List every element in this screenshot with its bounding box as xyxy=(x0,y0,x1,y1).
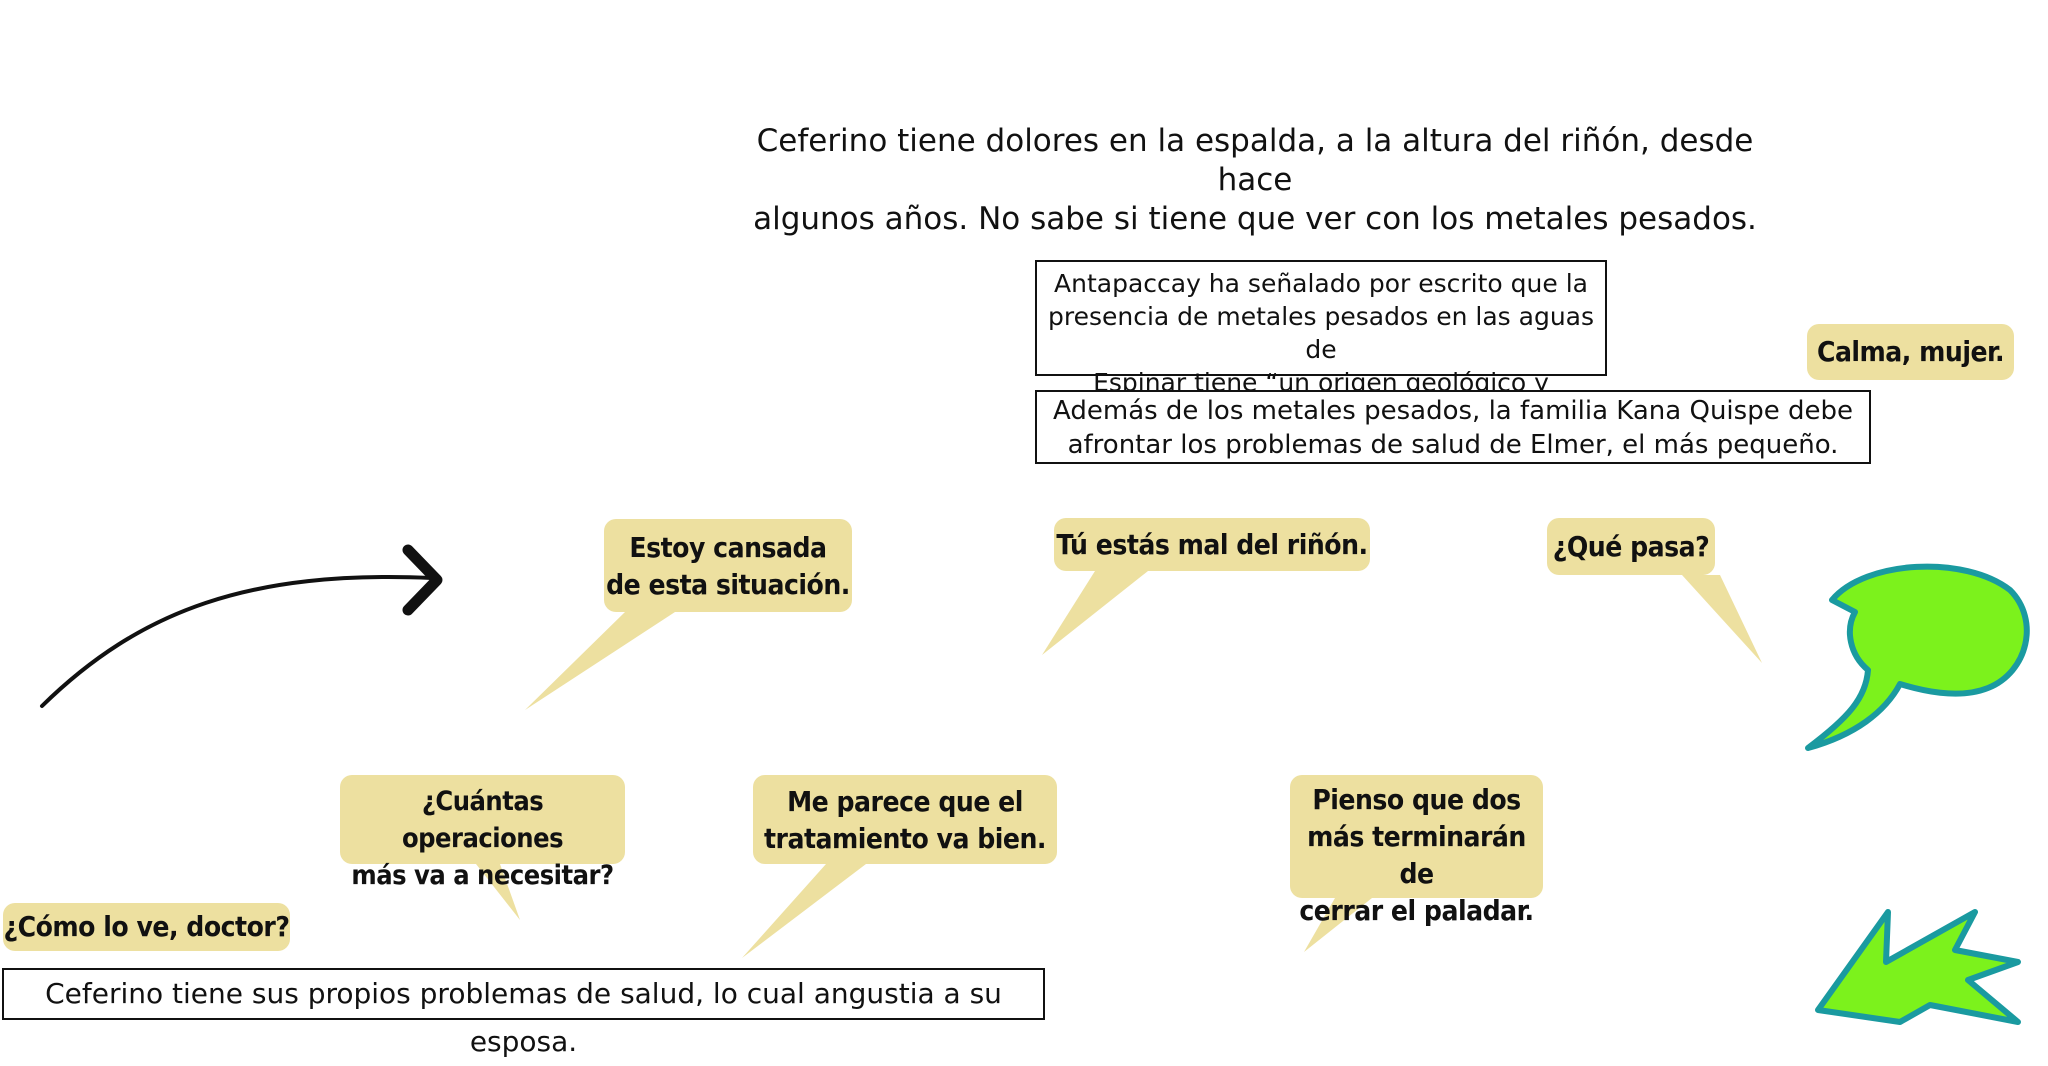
bubble-line: Pienso que dos xyxy=(1312,783,1521,816)
top-caption: Ceferino tiene dolores en la espalda, a … xyxy=(720,122,1790,239)
speech-bubble-calma: Calma, mujer. xyxy=(1807,324,2014,380)
antapaccay-caption-box: Antapaccay ha señalado por escrito que l… xyxy=(1035,260,1607,430)
ceferino-caption-box: Ceferino tiene sus propios problemas de … xyxy=(2,968,1045,1058)
caption-line: Antapaccay ha señalado por escrito que l… xyxy=(1054,269,1588,298)
bubble-line: cerrar el paladar. xyxy=(1299,894,1534,927)
tail-cansada xyxy=(525,612,675,710)
tail-rinon xyxy=(1042,571,1148,655)
bubble-line: ¿Cómo lo ve, doctor? xyxy=(3,910,290,943)
caption-line: Ceferino tiene sus propios problemas de … xyxy=(45,977,1002,1058)
tail-quepasa xyxy=(1682,575,1762,663)
caption-line: Además de los metales pesados, la famili… xyxy=(1053,396,1853,426)
speech-bubble-cansada: Estoy cansada de esta situación. xyxy=(604,519,852,612)
bubble-line: Me parece que el xyxy=(787,785,1023,818)
bubble-line: Tú estás mal del riñón. xyxy=(1056,528,1368,561)
bubble-line: tratamiento va bien. xyxy=(764,822,1046,855)
top-caption-line: Ceferino tiene dolores en la espalda, a … xyxy=(756,123,1754,198)
bubble-line: ¿Cuántas operaciones xyxy=(401,786,564,854)
bubble-line: Calma, mujer. xyxy=(1816,335,2005,368)
tail-parece xyxy=(742,864,866,958)
speech-bubble-parece: Me parece que el tratamiento va bien. xyxy=(753,775,1057,864)
speech-bubble-cuantas: ¿Cuántas operaciones más va a necesitar? xyxy=(340,775,625,891)
speech-bubble-rinon: Tú estás mal del riñón. xyxy=(1054,518,1370,571)
bubble-line: más terminarán de xyxy=(1307,820,1526,890)
top-caption-line: algunos años. No sabe si tiene que ver c… xyxy=(753,201,1757,237)
caption-line: presencia de metales pesados en las agua… xyxy=(1047,302,1595,364)
bubble-line: más va a necesitar? xyxy=(351,860,614,891)
speech-bubble-pienso: Pienso que dos más terminarán de cerrar … xyxy=(1290,775,1543,927)
speech-bubble-que-pasa: ¿Qué pasa? xyxy=(1547,518,1715,575)
elmer-caption-box: Además de los metales pesados, la famili… xyxy=(1035,390,1871,464)
speech-bubble-como: ¿Cómo lo ve, doctor? xyxy=(3,903,290,951)
bubble-line: ¿Qué pasa? xyxy=(1552,530,1710,563)
caption-line: afrontar los problemas de salud de Elmer… xyxy=(1067,430,1839,460)
bubble-line: de esta situación. xyxy=(606,568,850,601)
bubble-line: Estoy cansada xyxy=(629,531,827,564)
